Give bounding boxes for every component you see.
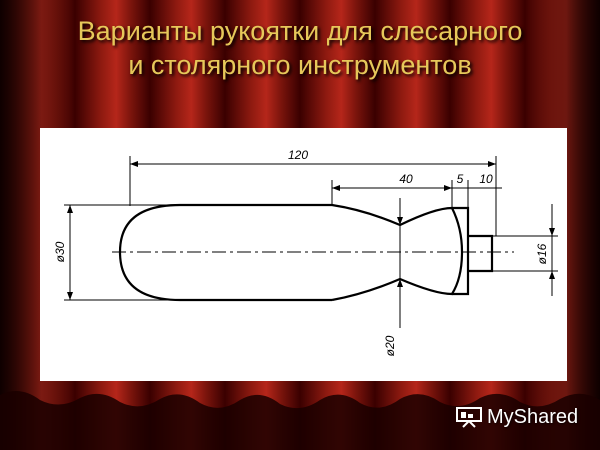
curtain-valance <box>0 391 600 450</box>
dim-label-dia-neck: ø20 <box>383 335 397 356</box>
dim-label-dia-body: ø30 <box>53 241 67 262</box>
handle-drawing-panel: 120 40 5 10 ø30 ø20 ø16 <box>40 128 567 381</box>
myshared-watermark: MyShared <box>455 404 595 430</box>
dim-label-10: 10 <box>479 172 493 186</box>
dim-label-40: 40 <box>399 172 413 186</box>
dim-label-dia-tip: ø16 <box>535 243 549 264</box>
handle-collar-outline <box>452 206 470 296</box>
dim-label-120: 120 <box>288 148 308 162</box>
handle-drawing: 120 40 5 10 ø30 ø20 ø16 <box>53 148 558 356</box>
title-line-2: и столярного инструментов <box>128 50 472 80</box>
title-line-1: Варианты рукоятки для слесарного <box>77 16 523 46</box>
watermark-text: MyShared <box>487 406 579 428</box>
dim-label-5: 5 <box>457 172 464 186</box>
presentation-board-icon <box>456 407 482 428</box>
slide-title: Варианты рукоятки для слесарного и столя… <box>0 14 600 82</box>
handle-tip-outline <box>468 234 494 273</box>
